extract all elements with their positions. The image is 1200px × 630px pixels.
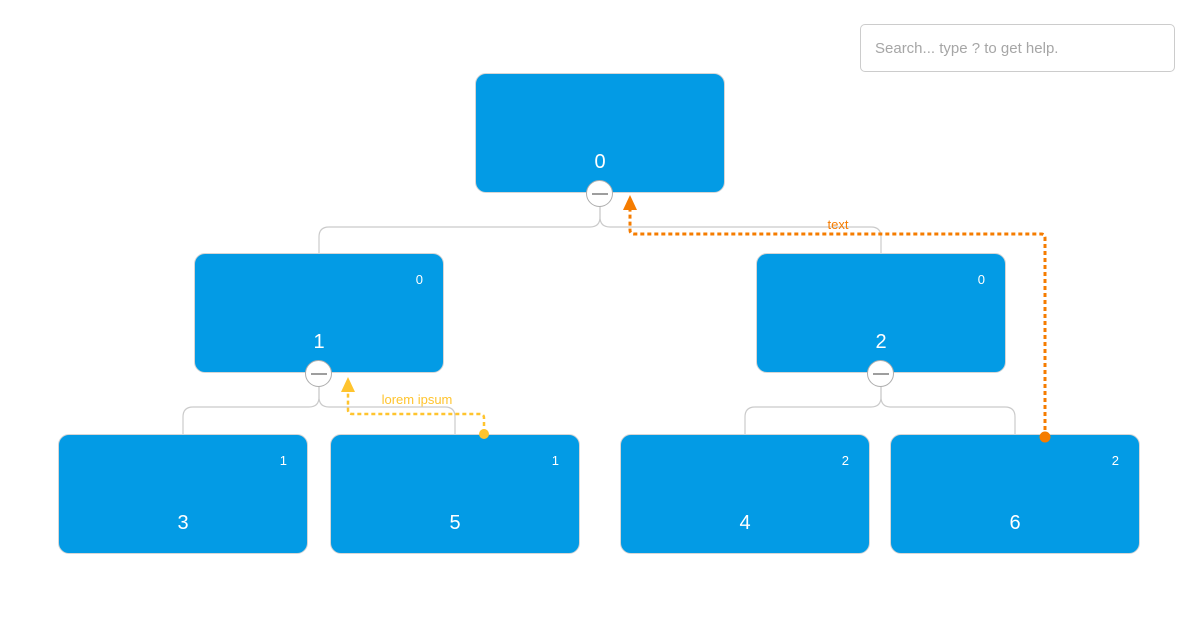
node-corner-value: 0 <box>977 272 985 287</box>
node-corner-value: 0 <box>415 272 423 287</box>
node-corner-value: 1 <box>279 453 287 468</box>
node-corner-value: 2 <box>1111 453 1119 468</box>
node-main-value: 2 <box>875 331 887 353</box>
clink-arrowhead-orange <box>623 195 637 210</box>
node-main-value: 6 <box>1009 512 1021 534</box>
node-corner-value: 1 <box>551 453 559 468</box>
minus-icon <box>872 372 889 375</box>
node-main-value: 1 <box>313 331 325 353</box>
org-node-0[interactable]: 0 <box>475 73 725 193</box>
org-node-5[interactable]: 1 5 <box>330 434 580 554</box>
node-main-value: 4 <box>739 512 751 534</box>
minus-icon <box>591 192 608 195</box>
tree-link-2-6 <box>880 373 1016 434</box>
search-input[interactable] <box>860 24 1175 72</box>
collapse-button-node-0[interactable] <box>586 180 613 207</box>
node-main-value: 3 <box>177 512 189 534</box>
org-node-2[interactable]: 0 2 <box>756 253 1006 373</box>
tree-link-0-1 <box>318 193 601 253</box>
org-node-4[interactable]: 2 4 <box>620 434 870 554</box>
node-main-value: 5 <box>449 512 461 534</box>
clink-arrowhead-yellow <box>341 377 355 392</box>
node-corner-value: 2 <box>841 453 849 468</box>
org-node-1[interactable]: 0 1 <box>194 253 444 373</box>
org-node-6[interactable]: 2 6 <box>890 434 1140 554</box>
clink-label-lorem-ipsum: lorem ipsum <box>381 392 453 407</box>
clink-label-text: text <box>827 217 849 232</box>
tree-link-2-4 <box>744 373 882 434</box>
node-main-value: 0 <box>594 151 606 173</box>
collapse-button-node-1[interactable] <box>305 360 332 387</box>
minus-icon <box>310 372 327 375</box>
collapse-button-node-2[interactable] <box>867 360 894 387</box>
tree-link-1-3 <box>182 373 320 434</box>
org-node-3[interactable]: 1 3 <box>58 434 308 554</box>
